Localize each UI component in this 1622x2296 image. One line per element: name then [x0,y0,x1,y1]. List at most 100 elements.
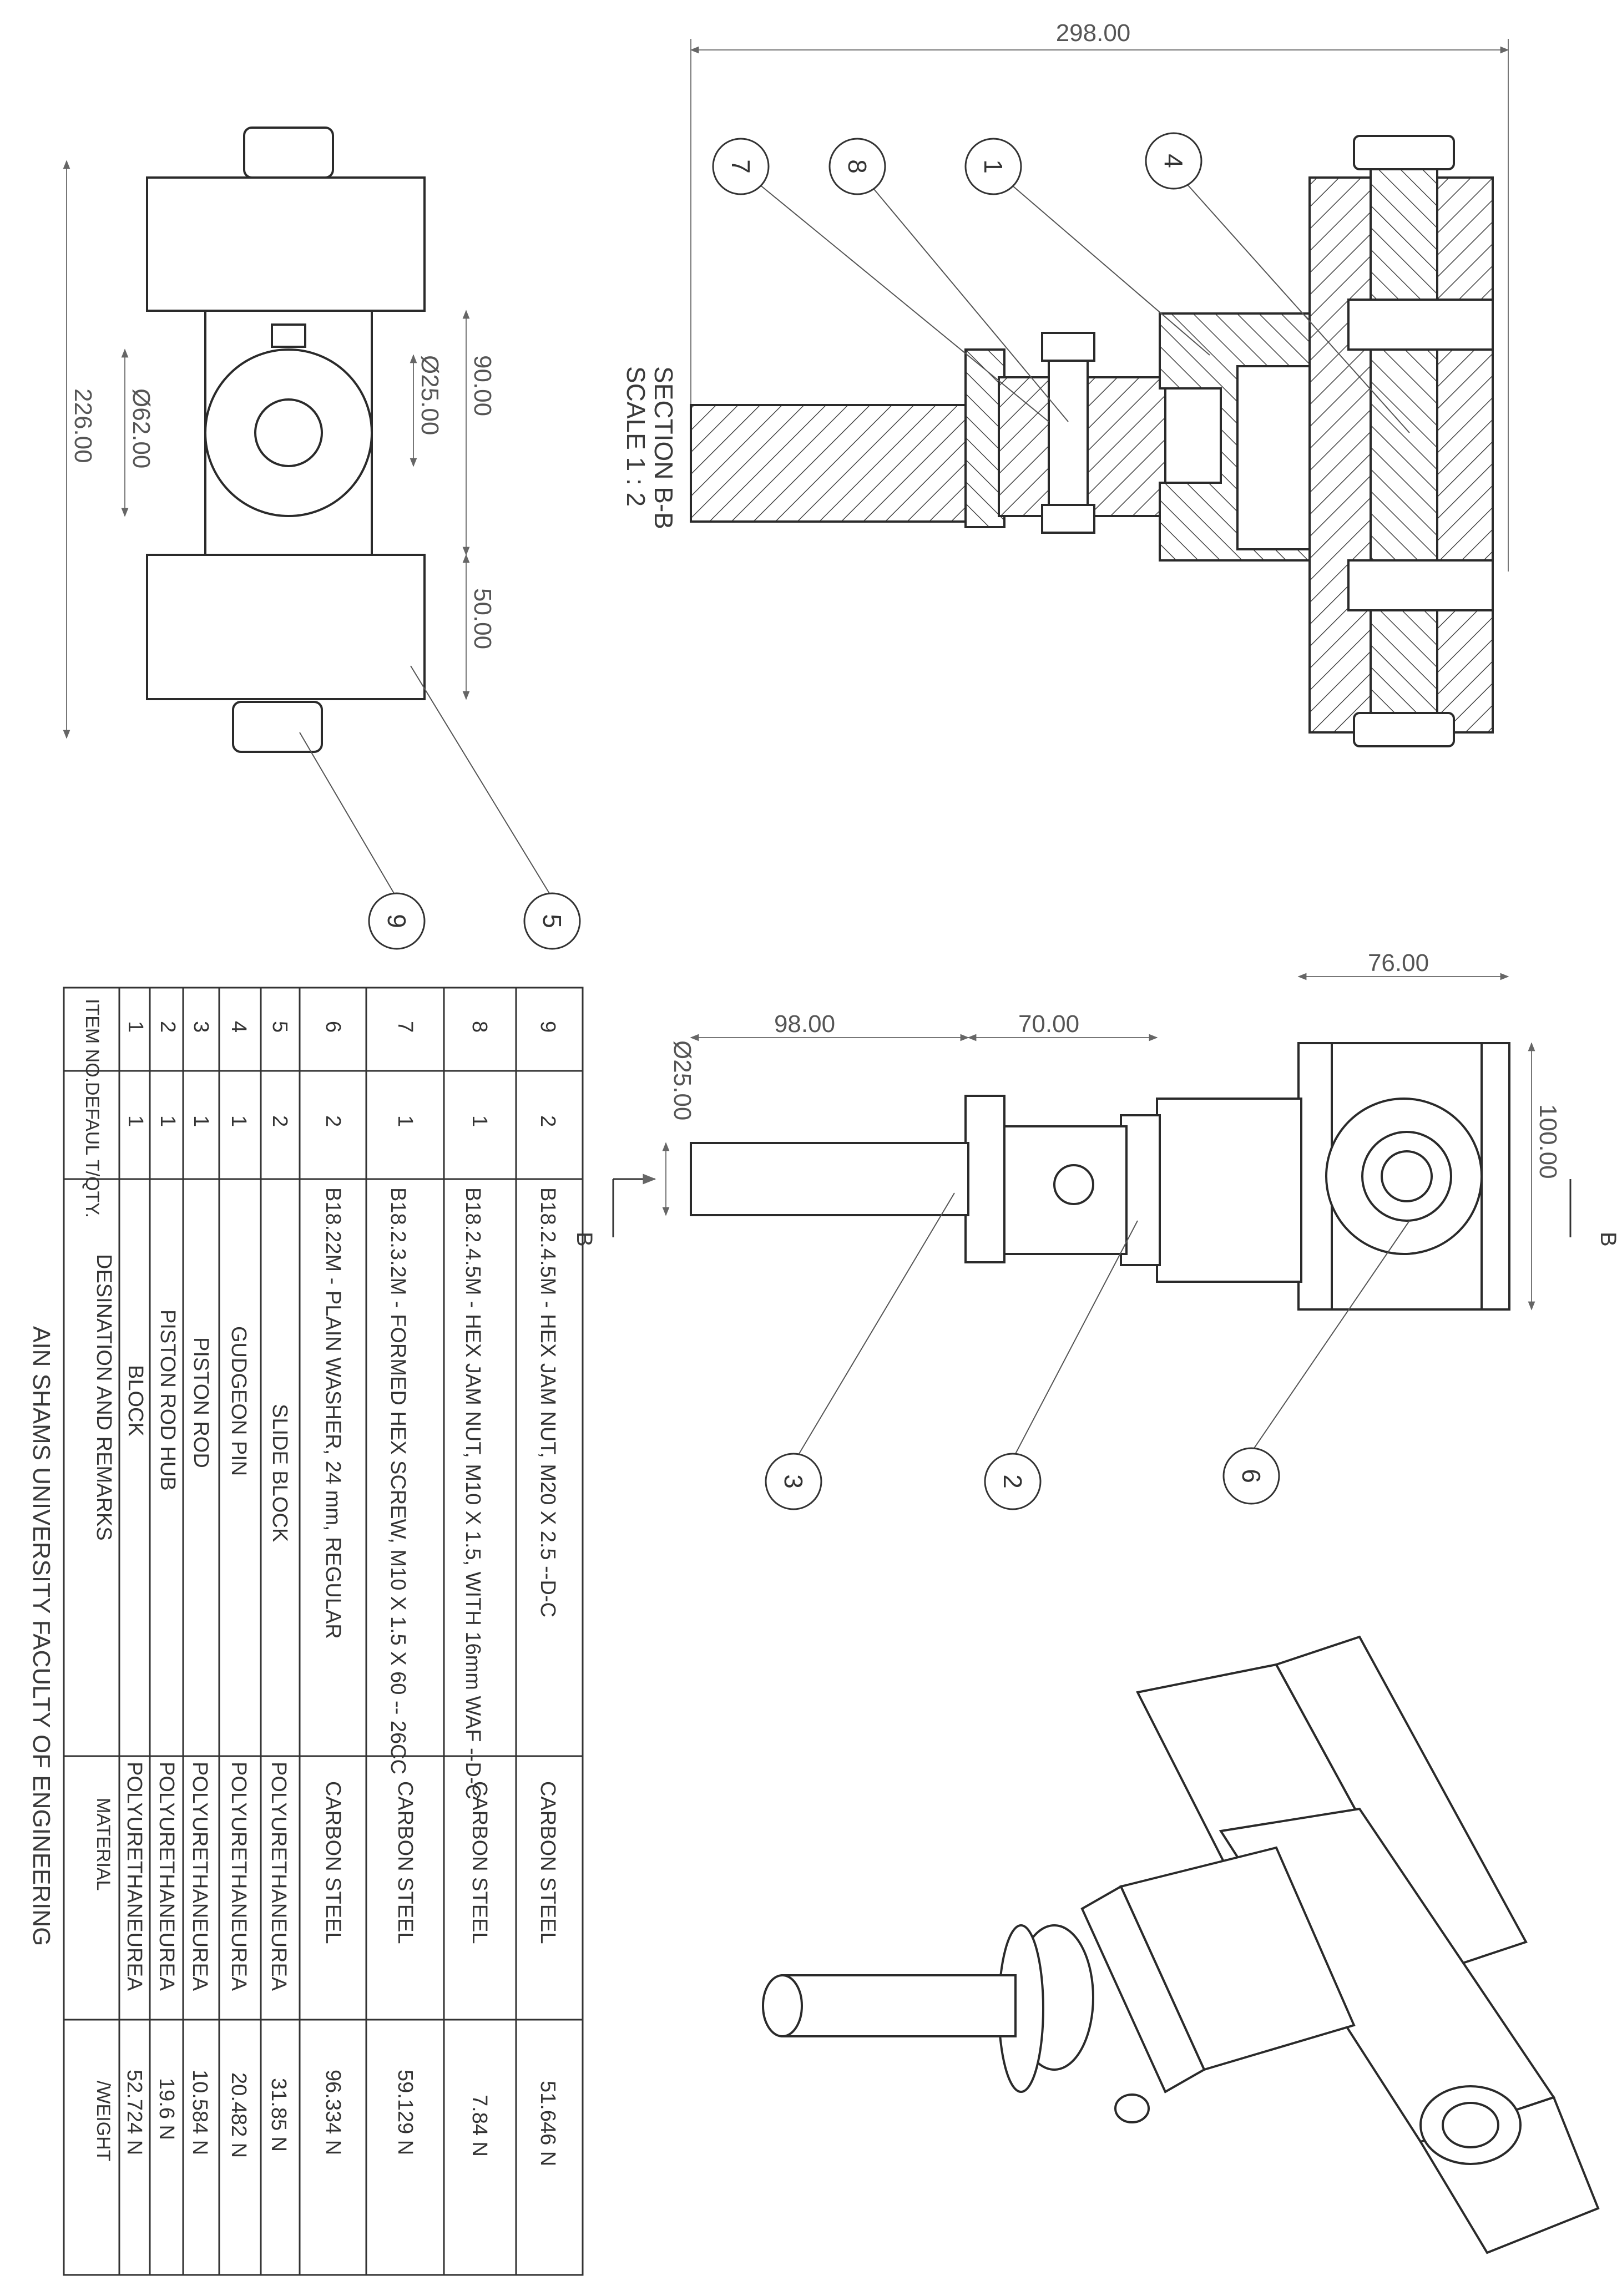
leader [993,169,1210,356]
bom-weight: 19.6 N [155,2078,178,2140]
leader [740,169,1049,422]
screw-stub [271,323,306,348]
slide-gap-bottom [1347,559,1494,611]
bom-qty: 2 [536,1115,559,1127]
balloon-2-label: 2 [998,1474,1027,1489]
section-marker-b-left: B [572,1232,597,1247]
bom-row: 3 1 PISTON ROD POLYURETHANEUREA 10.584 N [188,1021,213,2155]
bom-material: POLYURETHANEUREA [227,1762,250,1991]
bom-designation: PISTON ROD HUB [156,1309,179,1491]
bom-item: 1 [124,1021,147,1033]
balloon-3-label: 3 [779,1474,808,1489]
dim-25b-label: Ø25.00 [669,1040,696,1120]
bom-qty: 1 [393,1115,417,1127]
bom-weight: 59.129 N [393,2070,417,2155]
iso-screw-head [1114,2093,1150,2123]
bom-designation: SLIDE BLOCK [268,1404,291,1542]
balloon-6 [1222,1447,1280,1505]
bom-material: CARBON STEEL [468,1781,491,1944]
isometric-view [762,1635,1600,2254]
section-scale: SCALE 1 : 2 [621,366,650,507]
iso-block-side [1080,1885,1206,2093]
leader [1173,169,1410,433]
dim-25-label: Ø25.00 [416,355,443,435]
bom-item: 4 [227,1021,250,1033]
bom-qty: 1 [189,1115,213,1127]
bom-material: POLYURETHANEUREA [188,1762,211,1991]
bom-designation: BLOCK [124,1365,147,1437]
bom-item: 6 [321,1021,345,1033]
bom-row: 8 1 B18.2.4.5M - HEX JAM NUT, M10 X 1.5,… [461,1021,491,2157]
balloon-3 [765,1453,822,1510]
balloon-8-label: 8 [843,159,872,174]
dim-98-label: 98.00 [774,1010,835,1038]
screw-head-side [1053,1164,1094,1205]
bom-weight: 7.84 N [468,2095,491,2157]
bom-row: 6 2 B18.22M - PLAIN WASHER, 24 mm, REGUL… [321,1021,345,2155]
bom-qty: 1 [468,1115,491,1127]
bom-item: 7 [393,1021,417,1033]
gudgeon-pin-section [1370,165,1438,745]
balloon-6-label: 6 [1237,1469,1266,1483]
bom-frame [63,987,584,2276]
bom-designation: B18.2.4.5M - HEX JAM NUT, M10 X 1.5, WIT… [461,1187,484,1799]
dim-50-label: 50.00 [469,588,496,649]
bom-item: 9 [536,1021,559,1033]
leader [1015,1220,1138,1454]
screw-section [1048,332,1089,534]
bom-designation: B18.2.3.2M - FORMED HEX SCREW, M10 X 1.5… [386,1187,410,1774]
leader [299,732,395,894]
dim-298-label: 298.00 [1056,19,1131,47]
section-marker-b-right: B [1596,1232,1620,1247]
bom-item: 8 [468,1021,491,1033]
bom-weight: 96.334 N [321,2070,345,2155]
balloon-7-label: 7 [726,159,755,174]
bom-header-qty: DEFAUL T/QTY. [82,1082,103,1218]
bom-qty: 1 [124,1115,147,1127]
bom-material: POLYURETHANEUREA [155,1762,178,1991]
piston-rod-section [690,404,981,523]
bom-row: 4 1 GUDGEON PIN POLYURETHANEUREA 20.482 … [227,1021,250,2158]
bom-material: CARBON STEEL [536,1781,559,1944]
rod-circle [254,398,323,467]
bom-designation: GUDGEON PIN [227,1326,250,1476]
balloon-4 [1145,132,1202,190]
dim-70-label: 70.00 [1018,1010,1079,1038]
dim-76-label: 76.00 [1368,949,1429,977]
bom-row: 7 1 B18.2.3.2M - FORMED HEX SCREW, M10 X… [386,1021,417,2155]
footer-institution: AIN SHAMS UNIVERSITY FACULTY OF ENGINEER… [28,1326,55,1946]
bom-designation: PISTON ROD [189,1337,213,1468]
bom-qty: 1 [156,1115,179,1127]
balloon-4-label: 4 [1159,154,1188,168]
slide-block-bottom [146,554,426,700]
bom-designation: B18.2.4.5M - HEX JAM NUT, M20 X 2.5 --D-… [536,1187,559,1617]
balloon-5 [523,892,581,950]
balloon-1-label: 1 [979,159,1008,174]
hex-nut-bottom-view [232,701,323,753]
dim-90-label: 90.00 [469,355,496,416]
balloon-2 [984,1453,1042,1510]
balloon-9 [368,892,426,950]
slide-gap-top [1347,299,1494,351]
dim-62-label: Ø62.00 [128,388,155,468]
hex-nut-top-view [243,127,334,179]
bom-qty: 1 [227,1115,250,1127]
bom-weight: 52.724 N [123,2070,146,2155]
screw-head [1041,332,1095,362]
bom-material: POLYURETHANEUREA [123,1762,146,1991]
piston-rod-side [690,1142,969,1216]
bom-qty: 2 [268,1115,291,1127]
bom-weight: 10.584 N [188,2070,211,2155]
balloon-7 [712,138,770,195]
dim-100-label: 100.00 [1534,1104,1562,1179]
hex-nut-top [1353,135,1455,170]
bom-qty: 2 [321,1115,345,1127]
balloon-8 [828,138,886,195]
bom-row: 5 2 SLIDE BLOCK POLYURETHANEUREA 31.85 N [267,1021,291,2152]
iso-nut [1442,2102,1499,2148]
bom-designation: B18.22M - PLAIN WASHER, 24 mm, REGULAR [321,1187,345,1639]
bom-material: CARBON STEEL [321,1781,345,1944]
bom-weight: 51.646 N [536,2081,559,2166]
